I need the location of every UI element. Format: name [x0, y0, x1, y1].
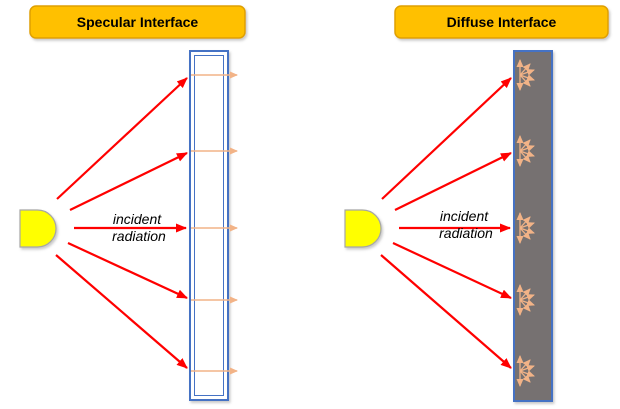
svg-text:incident: incident — [440, 208, 489, 224]
light-source-icon — [344, 209, 382, 248]
specular-title: Specular Interface — [77, 14, 199, 30]
incident-radiation-label: incident radiation — [439, 208, 493, 241]
incident-rays — [55, 77, 188, 369]
diffuse-title-box — [394, 5, 609, 39]
svg-text:radiation: radiation — [112, 228, 166, 244]
incident-rays — [380, 77, 512, 369]
svg-text:radiation: radiation — [439, 225, 493, 241]
incident-radiation-label: incident radiation — [112, 211, 166, 244]
diffuse-panel: Diffuse Interface incident radiation — [344, 5, 609, 402]
light-source-icon — [19, 209, 57, 248]
specular-panel: Specular Interface incident radiation — [19, 5, 246, 401]
svg-text:incident: incident — [113, 211, 162, 227]
specular-title-box — [29, 5, 246, 39]
transmitted-rays — [191, 71, 238, 375]
diffuse-title: Diffuse Interface — [447, 14, 557, 30]
specular-slab — [189, 50, 229, 401]
